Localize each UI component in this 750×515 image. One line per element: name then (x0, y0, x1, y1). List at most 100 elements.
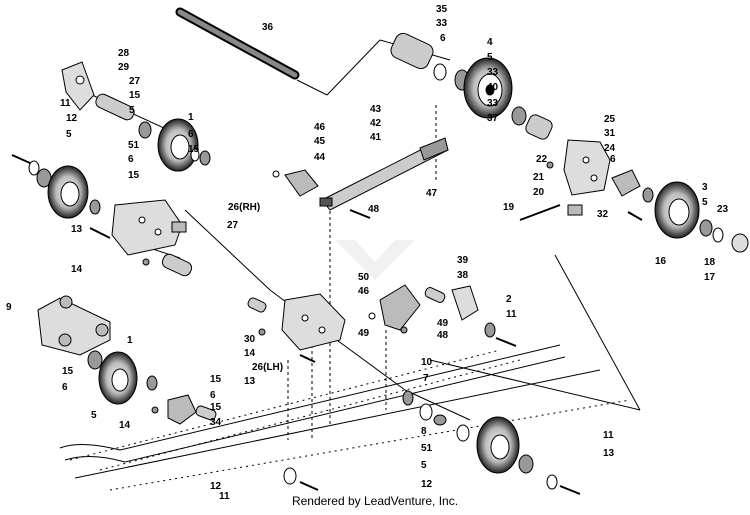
callout-label: 7 (423, 373, 429, 384)
callout-label: 44 (314, 152, 326, 163)
callout-label: 11 (603, 430, 614, 441)
bracket-rh (89, 199, 193, 277)
callout-label: 30 (244, 334, 256, 345)
callout-label: 5 (91, 410, 97, 421)
callout-label: 23 (717, 204, 729, 215)
callout-label: 9 (6, 302, 12, 313)
callout-label: 16 (655, 256, 667, 267)
callout-label: 50 (358, 272, 370, 283)
callout-label: 11 (506, 309, 517, 320)
slider-block-arm (272, 137, 449, 219)
callout-label: 12 (421, 479, 433, 490)
callout-label: 24 (604, 143, 616, 154)
callout-label: 8 (421, 426, 427, 437)
callout-label: 41 (370, 132, 382, 143)
callout-label: 14 (119, 420, 131, 431)
callout-label: 27 (129, 76, 141, 87)
credit-text: Rendered by LeadVenture, Inc. (291, 494, 459, 508)
callout-label: 48 (437, 330, 449, 341)
callout-label: 5 (421, 460, 427, 471)
callout-label: 45 (314, 136, 326, 147)
callout-label: 51 (128, 140, 140, 151)
center-block-group (368, 284, 517, 347)
slide-rails (59, 344, 601, 479)
callout-label: 31 (604, 128, 616, 139)
callout-label: 14 (71, 264, 83, 275)
upper-right-wheel-group (390, 32, 553, 140)
callout-label: 33 (436, 18, 448, 29)
callout-label: 40 (487, 82, 499, 93)
callout-label: 17 (704, 272, 716, 283)
callout-label: 33 (487, 98, 499, 109)
callout-label: 6 (610, 154, 616, 165)
callout-label: 46 (358, 286, 370, 297)
callout-label: 49 (358, 328, 370, 339)
callout-label: 13 (244, 376, 256, 387)
callout-label: 22 (536, 154, 548, 165)
callout-label: 5 (66, 129, 72, 140)
axle-shaft (175, 7, 300, 80)
callout-label: 27 (227, 220, 239, 231)
callout-label: 13 (603, 448, 615, 459)
callout-label: 13 (71, 224, 83, 235)
callout-label: 34 (210, 417, 222, 428)
callout-label: 35 (436, 4, 448, 15)
right-plate-group (519, 139, 749, 253)
callout-label: 2 (506, 294, 512, 305)
callout-label: 18 (704, 257, 716, 268)
callout-label: 15 (62, 366, 74, 377)
left-wheel-group (11, 154, 101, 219)
callout-label: 37 (487, 113, 499, 124)
callout-label: 6 (128, 154, 134, 165)
callout-label: 1 (188, 112, 194, 123)
watermark-logo (335, 240, 415, 280)
callout-label: 11 (60, 98, 71, 109)
callout-label: 4 (487, 37, 493, 48)
callout-label: 46 (314, 122, 326, 133)
callout-label: 12 (66, 113, 78, 124)
callout-label: 42 (370, 118, 382, 129)
callout-label: 6 (440, 33, 446, 44)
callout-label: 6 (188, 129, 194, 140)
callout-label: 5 (487, 52, 493, 63)
bottom-bolt-group (283, 467, 319, 491)
callout-label: 47 (426, 188, 438, 199)
lower-left-arm-group (37, 295, 217, 425)
callout-label: 15 (129, 90, 141, 101)
callout-label: 15 (188, 144, 200, 155)
callout-label: 28 (118, 48, 130, 59)
leader-lines (69, 39, 641, 491)
callout-label: 3 (702, 182, 708, 193)
callout-label: 51 (421, 443, 433, 454)
callout-label: 6 (62, 382, 68, 393)
callout-label: 39 (457, 255, 469, 266)
callout-label: 11 (219, 491, 230, 502)
callout-label: 14 (244, 348, 256, 359)
callout-label: 15 (210, 402, 222, 413)
lower-right-wheel-group (402, 390, 581, 495)
callout-label: 26(RH) (228, 202, 260, 213)
callout-label: 19 (503, 202, 515, 213)
callout-label: 1 (127, 335, 133, 346)
callout-label: 15 (128, 170, 140, 181)
bracket-lh (247, 293, 346, 363)
callout-label: 10 (421, 357, 433, 368)
callout-label: 29 (118, 62, 130, 73)
callout-label: 5 (129, 105, 135, 116)
callout-label: 49 (437, 318, 449, 329)
callout-label: 12 (210, 481, 222, 492)
upper-left-arm-group (61, 61, 211, 172)
callout-label: 32 (597, 209, 609, 220)
callout-label: 21 (533, 172, 545, 183)
callout-label: 26(LH) (252, 362, 283, 373)
callout-label: 48 (368, 204, 380, 215)
callout-label: 33 (487, 67, 499, 78)
callout-label: 36 (262, 22, 274, 33)
callout-label: 25 (604, 114, 616, 125)
callout-label: 5 (702, 197, 708, 208)
callout-label: 15 (210, 374, 222, 385)
callout-label: 43 (370, 104, 382, 115)
